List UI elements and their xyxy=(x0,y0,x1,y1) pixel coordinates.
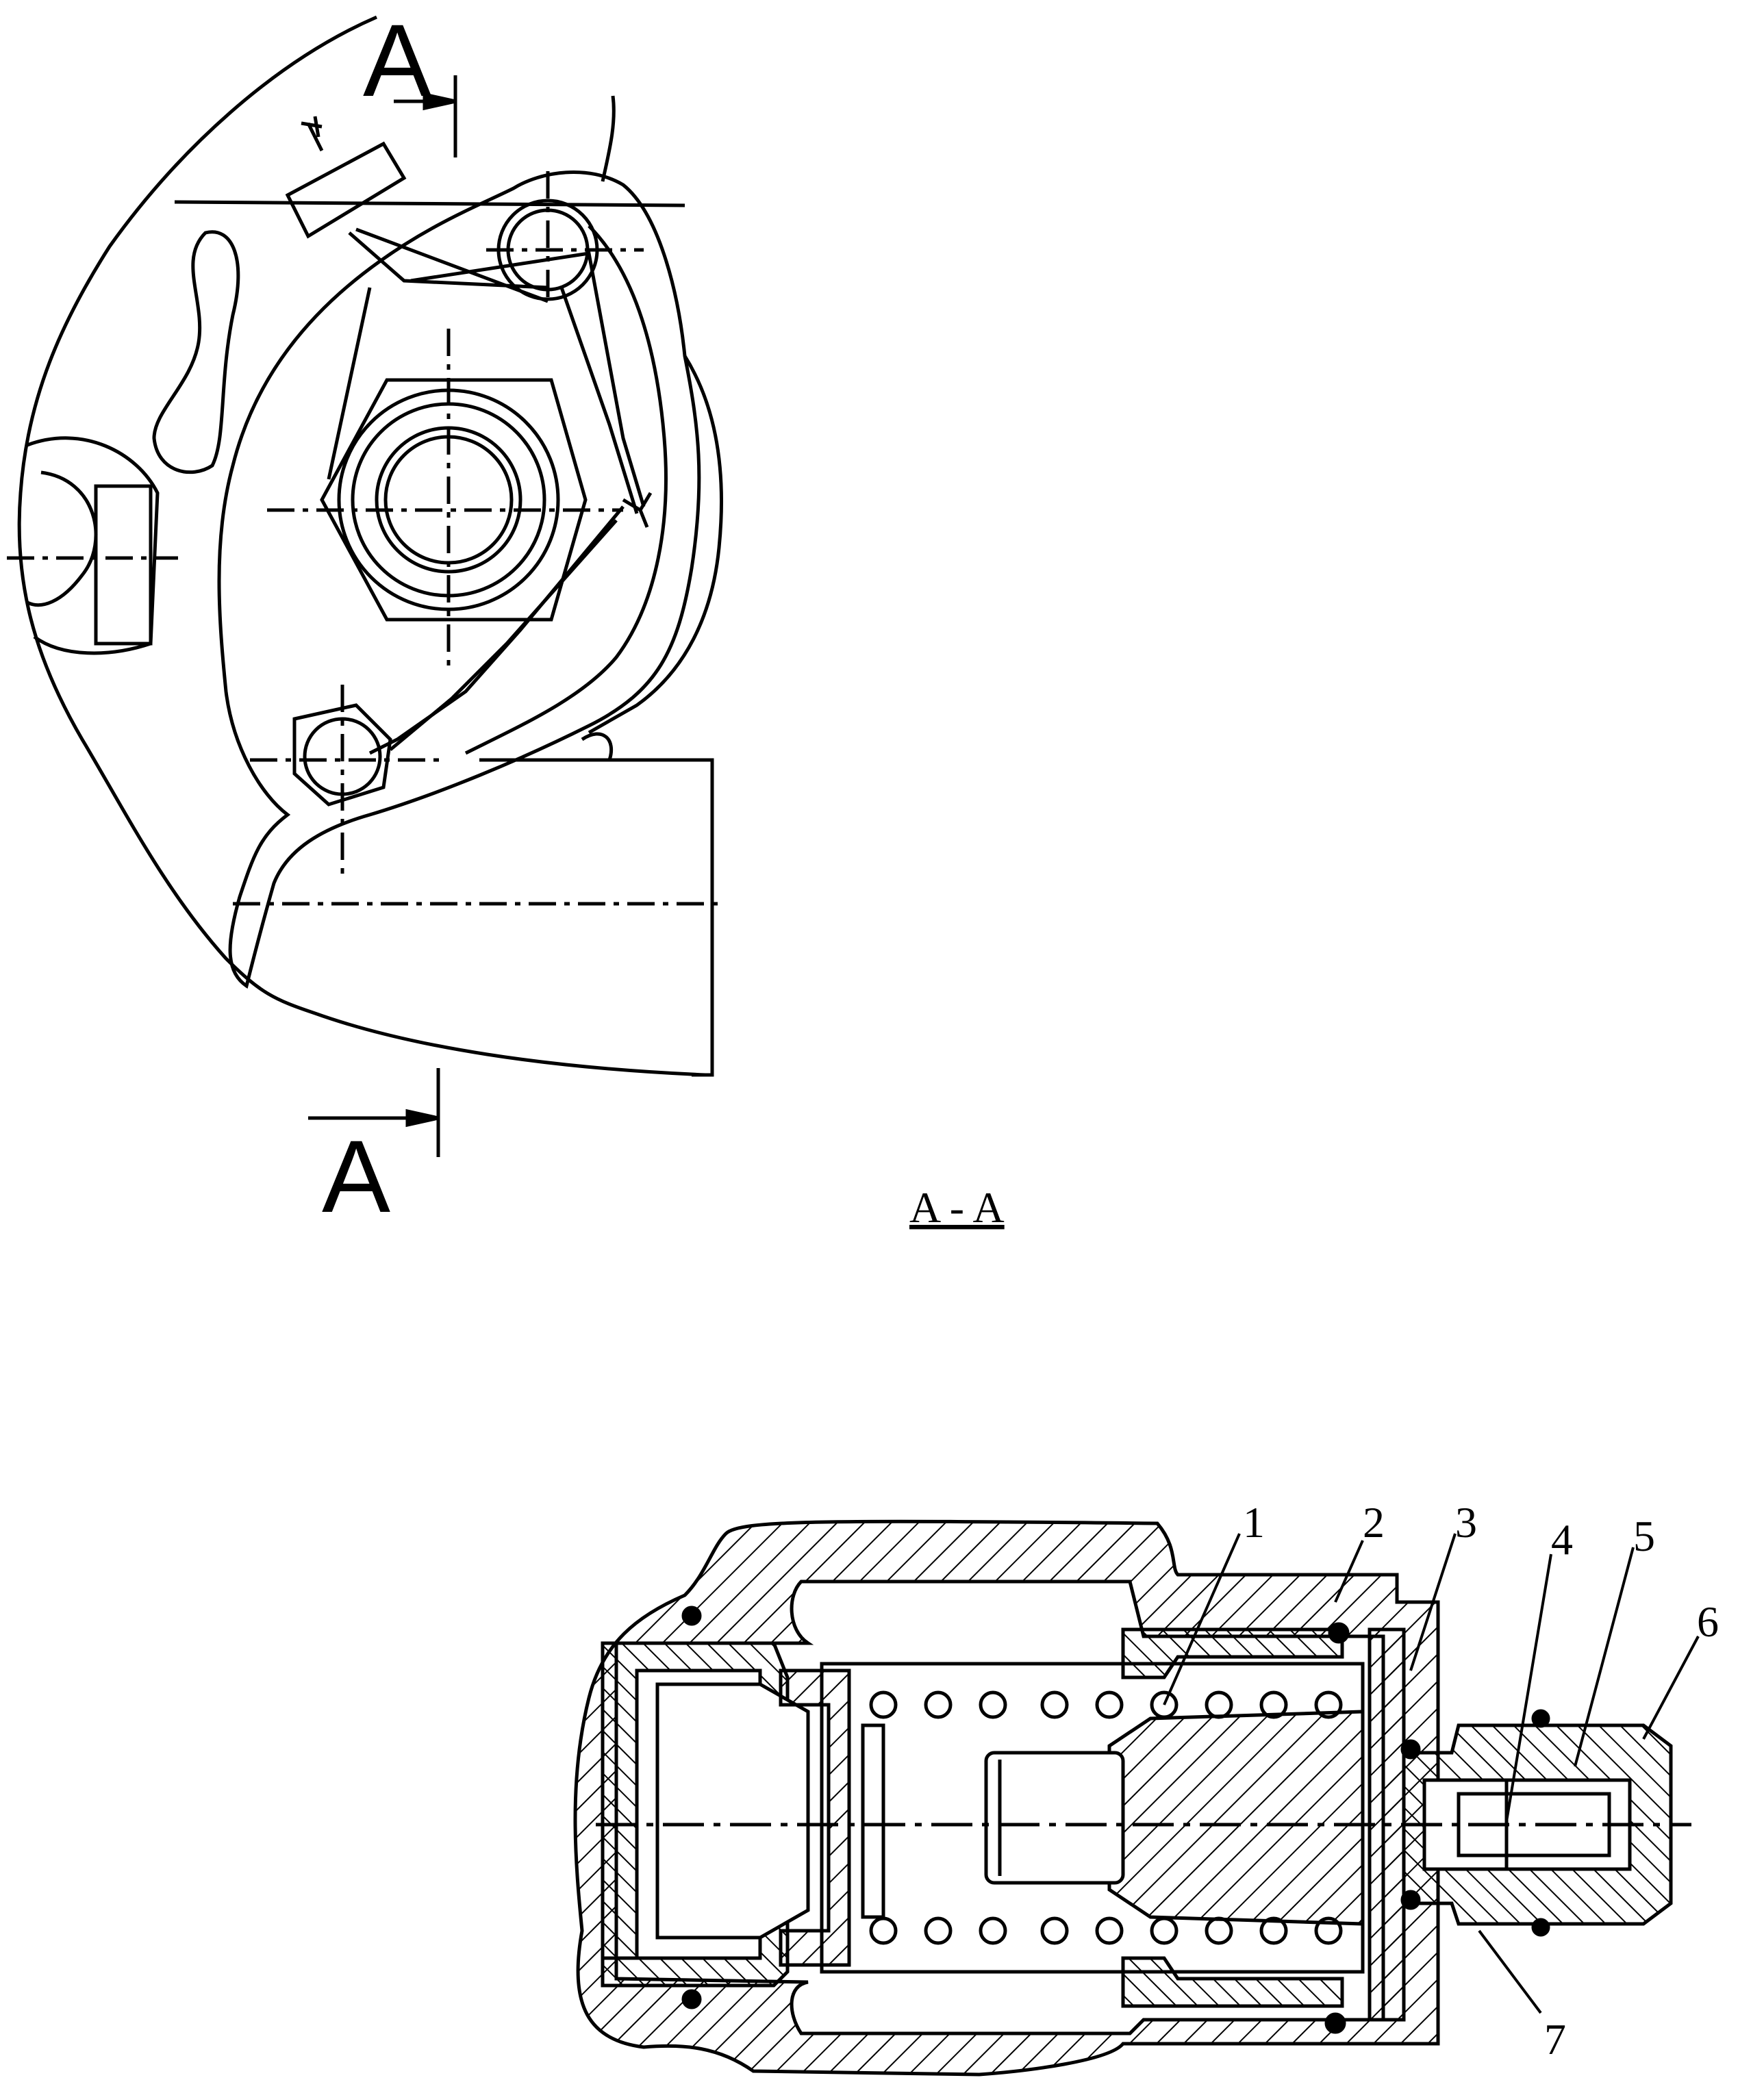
top-view xyxy=(7,15,723,1157)
section-marker-bottom xyxy=(308,1068,440,1157)
leader-lines xyxy=(1163,1533,1700,2014)
callout-6: 6 xyxy=(1697,1597,1719,1646)
slot xyxy=(152,230,240,474)
hex-nut xyxy=(320,378,588,622)
callout-2: 2 xyxy=(1363,1498,1385,1547)
lever-plate xyxy=(217,170,701,989)
o-rings xyxy=(681,1606,1550,2034)
cone xyxy=(1107,1710,1365,1926)
callout-4: 4 xyxy=(1551,1515,1573,1564)
left-bolt xyxy=(26,470,98,607)
piston xyxy=(779,1669,851,1967)
small-nut xyxy=(292,703,392,807)
callout-3: 3 xyxy=(1455,1498,1477,1547)
callout-7: 7 xyxy=(1544,2015,1566,2064)
housing-outline xyxy=(17,15,706,1077)
callout-5: 5 xyxy=(1633,1512,1655,1560)
section-view xyxy=(573,1519,1700,2077)
section-letter-top: A xyxy=(363,3,431,118)
lower-block xyxy=(479,758,714,1077)
callout-labels: 1 2 3 4 5 6 7 xyxy=(1243,1498,1719,2064)
callout-1: 1 xyxy=(1243,1498,1265,1547)
wire-tag xyxy=(285,141,407,239)
section-letter-bottom: A xyxy=(322,1119,390,1234)
section-title: A - A xyxy=(909,1183,1005,1232)
section-marker-top xyxy=(394,75,457,157)
